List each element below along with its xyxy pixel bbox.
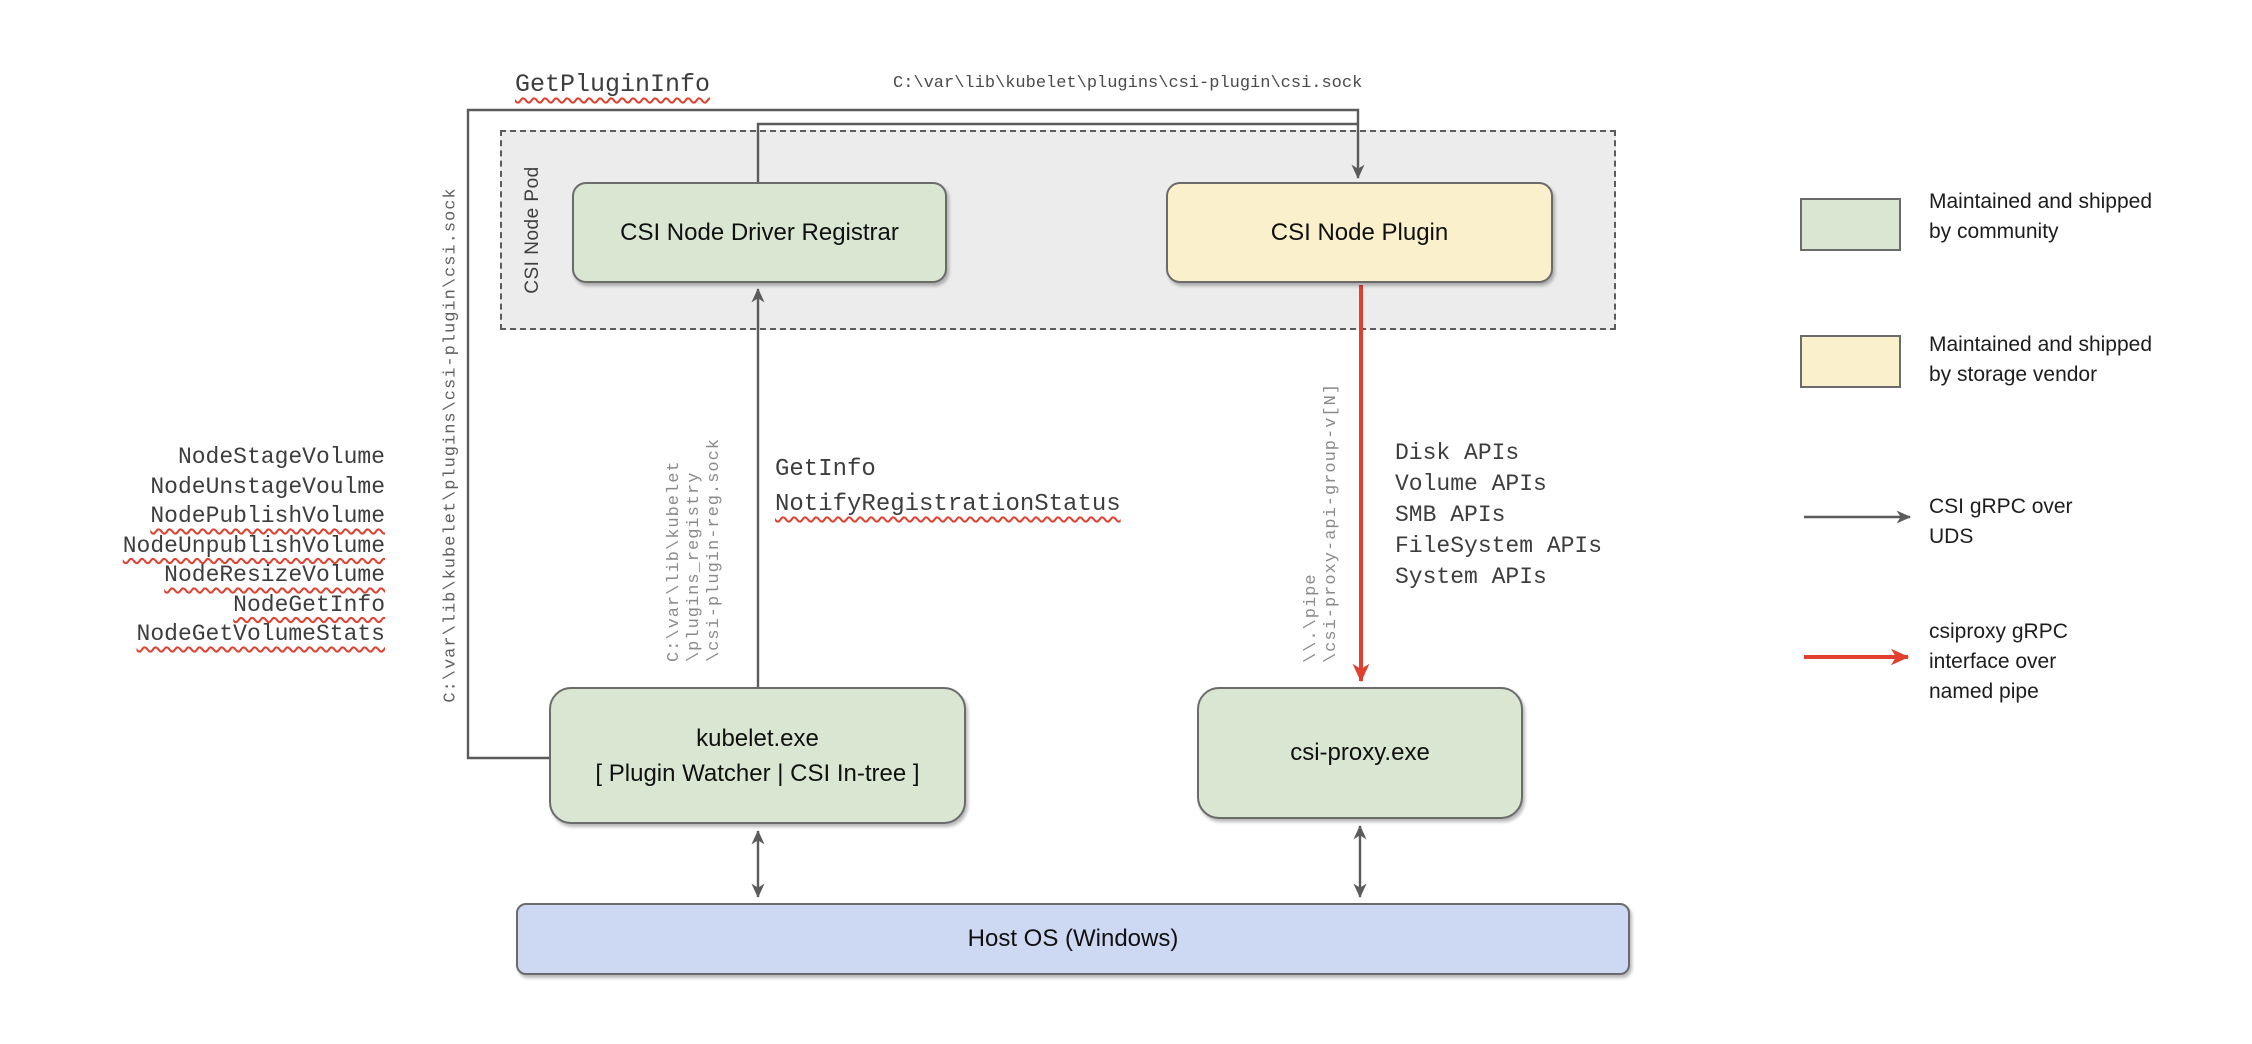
host-os-label: Host OS (Windows) [967,925,1179,952]
csi-node-driver-registrar-box: CSI Node Driver Registrar [572,182,947,283]
legend-community-swatch [1800,198,1901,251]
csi-proxy-box: csi-proxy.exe [1197,687,1523,819]
node-call-line: NodeUnpublishVolume [122,532,385,559]
legend-vendor-swatch [1800,335,1901,388]
csi-node-driver-registrar-label: CSI Node Driver Registrar [620,218,899,246]
api-group-line: Disk APIs [1395,440,1520,466]
csi-sock-path-left-label: C:\var\lib\kubelet\plugins\csi-plugin\cs… [441,187,461,703]
csi-proxy-label: csi-proxy.exe [1290,739,1430,766]
named-pipe-path-label: \\.\pipe \csi-proxy-api-group-v[N] [1302,382,1341,664]
arrow-registrar-to-plugin [756,122,1357,182]
csi-sock-path-top-label: C:\var\lib\kubelet\plugins\csi-plugin\cs… [893,74,1363,93]
api-group-line: SMB APIs [1395,502,1506,528]
node-call-line: NodeUnstageVoulme [150,473,385,500]
kubelet-box: kubelet.exe [ Plugin Watcher | CSI In-tr… [549,687,966,824]
node-call-line: NodeGetInfo [233,591,385,618]
registration-call-line: NotifyRegistrationStatus [775,491,1121,518]
csi-node-plugin-label: CSI Node Plugin [1270,218,1449,246]
node-call-line: NodePublishVolume [150,503,385,529]
getplugininfo-label: GetPluginInfo [515,70,710,99]
node-call-line: NodeStageVolume [177,444,385,470]
getplugininfo-text: GetPluginInfo [515,70,711,99]
csi-node-plugin-box: CSI Node Plugin [1166,182,1553,283]
arrow-kubelet-to-plugin-getplugininfo [466,108,1365,760]
registry-sock-path-label: C:\var\lib\kubelet \plugins_registry \cs… [665,437,724,663]
registration-calls-list: GetInfo NotifyRegistrationStatus [775,452,1121,522]
host-os-box: Host OS (Windows) [516,903,1630,975]
kubelet-node-calls-list: NodeStageVolume NodeUnstageVoulme NodePu… [60,443,385,650]
kubelet-label-line2: [ Plugin Watcher | CSI In-tree ] [595,759,920,787]
legend-gray-arrow-icon [1804,510,1911,524]
api-group-line: FileSystem APIs [1395,533,1603,559]
node-call-line: NodeGetVolumeStats [136,621,385,647]
api-group-line: Volume APIs [1395,471,1547,497]
csi-proxy-api-groups-list: Disk APIs Volume APIs SMB APIs FileSyste… [1395,438,1602,593]
legend-community-label: Maintained and shipped by community [1929,190,2153,243]
legend-red-arrow-icon [1804,648,1910,666]
legend-namedpipe-label: csiproxy gRPC interface over named pipe [1929,620,2068,703]
node-call-line: NodeResizeVolume [164,562,385,588]
api-group-line: System APIs [1395,564,1547,590]
registration-call-line: GetInfo [775,456,876,483]
legend-vendor-label: Maintained and shipped by storage vendor [1929,333,2153,386]
kubelet-label-line1: kubelet.exe [696,724,819,752]
legend-uds-label: CSI gRPC over UDS [1929,495,2073,548]
